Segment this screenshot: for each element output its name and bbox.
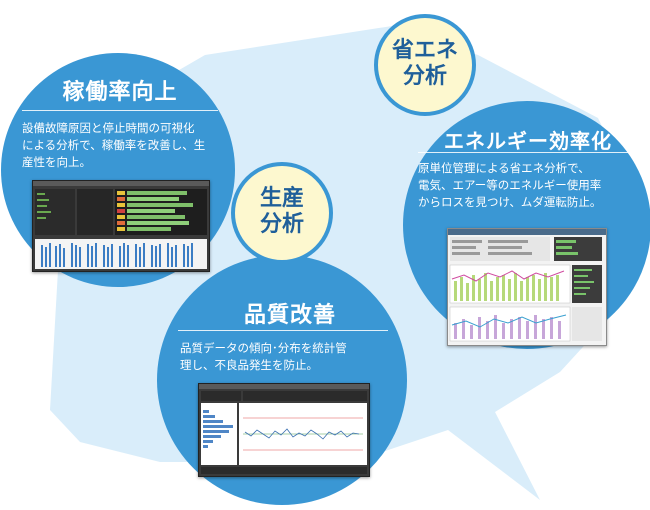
badge-production: 生産 分析 bbox=[259, 186, 304, 237]
uptime-description: 設備故障原因と停止時間の可視化 による分析で、稼働率を改善し、生 産性を向上。 bbox=[22, 121, 206, 169]
energy-software-screenshot bbox=[447, 228, 607, 346]
quality-software-screenshot bbox=[198, 383, 370, 477]
quality-description: 品質データの傾向･分布を統計管 理し、不良品発生を防止。 bbox=[180, 341, 347, 372]
quality-screenshot-graphic bbox=[199, 384, 369, 474]
energy-screenshot-graphic bbox=[448, 229, 606, 342]
uptime-title: 稼働率向上 bbox=[62, 80, 178, 105]
badge-production-shape bbox=[231, 162, 333, 264]
energy-title: エネルギー効率化 bbox=[444, 129, 612, 153]
energy-divider bbox=[418, 152, 630, 153]
uptime-screenshot-graphic bbox=[33, 181, 209, 269]
badge-energy-saving: 省エネ 分析 bbox=[391, 38, 458, 89]
quality-title: 品質改善 bbox=[243, 303, 336, 328]
uptime-software-screenshot bbox=[32, 180, 210, 272]
quality-divider bbox=[178, 330, 388, 331]
energy-description: 原単位管理による省エネ分析で、 電気、エアー等のエネルギー使用率 からロスを見つ… bbox=[418, 161, 602, 209]
badge-energy-saving-shape bbox=[374, 14, 476, 116]
uptime-divider bbox=[22, 110, 218, 111]
